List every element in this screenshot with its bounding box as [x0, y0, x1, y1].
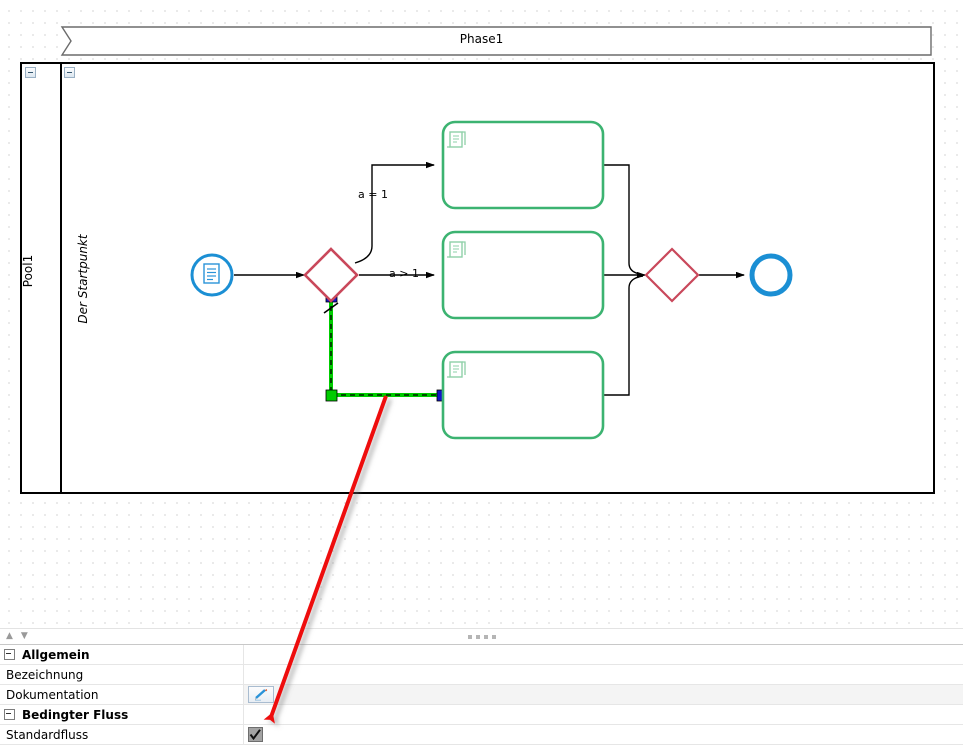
task-bottom[interactable]: [441, 350, 605, 440]
start-event[interactable]: [190, 253, 234, 297]
property-row-standardfluss[interactable]: Standardfluss: [0, 725, 963, 745]
property-category-bedingter-fluss[interactable]: Bedingter Fluss: [0, 705, 963, 725]
property-row-dokumentation[interactable]: Dokumentation: [0, 685, 963, 705]
grip-dot: [483, 635, 488, 639]
sort-ascending-icon[interactable]: ▲: [6, 631, 13, 641]
flow-label-branch-middle: a > 1: [389, 267, 419, 280]
property-label: Bedingter Fluss: [22, 707, 129, 722]
flow-gateway-to-task-top[interactable]: [354, 161, 435, 264]
script-task-icon: [447, 131, 466, 148]
standardfluss-checkbox[interactable]: [248, 727, 263, 742]
property-label: Dokumentation: [6, 687, 99, 702]
pencil-icon: [255, 689, 268, 701]
category-collapse-icon[interactable]: [4, 649, 15, 660]
property-value-cell: [244, 705, 963, 724]
lane-label: Der Startpunkt: [76, 234, 90, 324]
property-name-cell: Bezeichnung: [0, 665, 244, 684]
flow-label-branch-top: a = 1: [358, 188, 388, 201]
phase-band[interactable]: [60, 26, 932, 56]
task-middle[interactable]: [441, 230, 605, 320]
flow-task-bottom-to-join[interactable]: [604, 275, 644, 396]
checkmark-icon: [249, 728, 261, 740]
script-task-icon: [447, 241, 466, 258]
splitter-grip-icon[interactable]: [467, 635, 496, 639]
sort-descending-icon[interactable]: ▼: [20, 631, 28, 641]
property-label: Bezeichnung: [6, 667, 84, 682]
property-value-cell[interactable]: [244, 725, 963, 744]
pool-collapse-icon[interactable]: [25, 67, 36, 78]
diagram-svg: [20, 26, 935, 494]
property-name-cell: Bedingter Fluss: [0, 705, 244, 724]
grip-dot: [475, 635, 480, 639]
property-value-cell[interactable]: [244, 685, 963, 704]
property-row-bezeichnung[interactable]: Bezeichnung: [0, 665, 963, 685]
default-flow-slash-marker: [323, 302, 339, 314]
diagram-canvas[interactable]: Phase1 Pool1 Der Startpunkt a = 1 a > 1: [0, 0, 963, 628]
category-collapse-icon[interactable]: [4, 709, 15, 720]
document-icon: [203, 263, 220, 284]
gateway-join[interactable]: [644, 247, 700, 303]
property-value-cell: [244, 645, 963, 664]
property-name-cell: Standardfluss: [0, 725, 244, 744]
property-category-allgemein[interactable]: Allgemein: [0, 645, 963, 665]
pool-label: Pool1: [21, 254, 35, 288]
connector-handle-bend[interactable]: [325, 389, 338, 402]
property-name-cell: Allgemein: [0, 645, 244, 664]
property-grid-empty-area: [0, 745, 963, 756]
property-label: Standardfluss: [6, 727, 89, 742]
sort-toggle-group[interactable]: ▲ ▼: [6, 631, 28, 642]
documentation-edit-button[interactable]: [248, 686, 274, 703]
property-name-cell: Dokumentation: [0, 685, 244, 704]
gateway-split[interactable]: [303, 247, 359, 303]
lane-collapse-icon[interactable]: [64, 67, 75, 78]
phase-label: Phase1: [459, 32, 504, 46]
property-grid[interactable]: Allgemein Bezeichnung Dokumentation: [0, 644, 963, 756]
property-label: Allgemein: [22, 647, 90, 662]
grip-dot: [467, 635, 472, 639]
grip-dot: [491, 635, 496, 639]
property-value-cell[interactable]: [244, 665, 963, 684]
task-top[interactable]: [441, 120, 605, 210]
script-task-icon: [447, 361, 466, 378]
end-event[interactable]: [749, 253, 793, 297]
